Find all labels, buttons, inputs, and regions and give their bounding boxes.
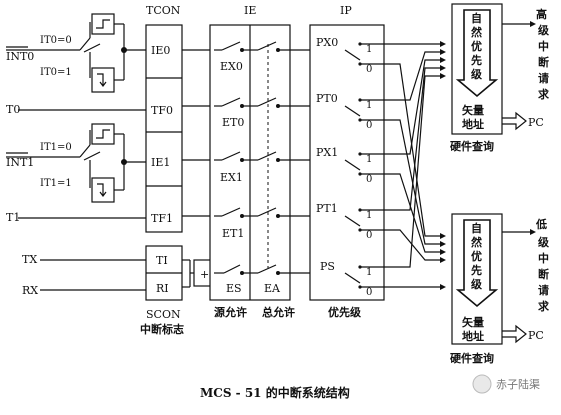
routing-wires <box>384 41 446 290</box>
ip-zero-pt0: 0 <box>366 120 372 131</box>
rx-label: RX <box>22 284 38 297</box>
ip-header: IP <box>340 4 352 17</box>
pc-arrow-high <box>502 111 527 131</box>
ie-switch-et0: ET0 <box>222 116 244 129</box>
ip-register: 1 0 1 0 1 0 1 0 1 0 PX0 PT0 PX1 <box>309 24 385 301</box>
ie-switch-ex1: EX1 <box>220 171 243 184</box>
natural-priority-char-5: 级 <box>470 277 483 291</box>
ip-one-px0: 1 <box>366 44 372 55</box>
it0-1-label: IT0=1 <box>40 67 72 78</box>
ie-register: EX0 ET0 EX1 ET1 ES EA <box>209 24 310 301</box>
low-request-char-3: 中 <box>538 251 549 265</box>
vector-label-1: 矢量 <box>462 315 484 329</box>
pc-arrow-low <box>502 324 527 344</box>
natural-priority-char-1: 自 <box>471 221 482 235</box>
ip-one-px1: 1 <box>366 154 372 165</box>
natural-priority-char-4: 先 <box>471 263 482 277</box>
low-priority-block: 自 然 优 先 级 矢量 地址 <box>451 213 503 345</box>
vector-label-2: 地址 <box>462 329 484 343</box>
high-request-char-6: 求 <box>538 87 550 101</box>
high-request-char-4: 断 <box>538 55 549 69</box>
pc-label-high: PC <box>528 116 544 129</box>
scon-register: TI RI <box>145 245 183 301</box>
ip-switch-pt1: PT1 <box>316 202 338 215</box>
ip-zero-px0: 0 <box>366 64 372 75</box>
ie-switch-es: ES <box>226 282 242 295</box>
tcon-cell-ie1: IE1 <box>151 156 170 169</box>
or-gate-symbol: + <box>200 268 209 281</box>
natural-priority-char-5: 级 <box>470 67 483 81</box>
natural-priority-char-3: 优 <box>471 39 482 53</box>
ip-switch-px1: PX1 <box>316 146 338 159</box>
int0-label: INT0 <box>6 50 34 63</box>
tcon-cell-tf1: TF1 <box>151 212 173 225</box>
priority-label: 优先级 <box>328 305 362 319</box>
total-enable-label: 总允许 <box>262 305 295 319</box>
scon-cell-ti: TI <box>156 254 168 267</box>
int1-input-group: INT1 IT1=0 IT1=1 <box>6 123 146 203</box>
low-request-char-2: 级 <box>537 235 550 249</box>
ip-one-pt0: 1 <box>366 100 372 111</box>
ip-zero-pt1: 0 <box>366 230 372 241</box>
int1-label: INT1 <box>6 156 34 169</box>
ie-header: IE <box>244 4 256 17</box>
ip-zero-px1: 0 <box>366 174 372 185</box>
it1-0-label: IT1=0 <box>40 142 72 153</box>
high-request-char-5: 请 <box>538 71 549 85</box>
natural-priority-char-2: 然 <box>471 235 482 249</box>
high-request-char-2: 级 <box>537 23 550 37</box>
ip-zero-ps: 0 <box>366 287 372 298</box>
tx-label: TX <box>22 253 37 266</box>
t1-label: T1 <box>6 211 20 224</box>
ie-switch-ea: EA <box>264 282 281 295</box>
ie-switch-ex0: EX0 <box>220 60 243 73</box>
vector-label-1: 矢量 <box>462 103 484 117</box>
scon-sublabel: 中断标志 <box>140 322 184 336</box>
tcon-header: TCON <box>146 4 181 17</box>
low-request-char-4: 断 <box>538 267 549 281</box>
tcon-register: IE0 TF0 IE1 TF1 <box>145 24 183 233</box>
vector-label-2: 地址 <box>462 117 484 131</box>
natural-priority-char-3: 优 <box>471 249 482 263</box>
natural-priority-char-2: 然 <box>471 25 482 39</box>
ip-switch-ps: PS <box>320 260 335 273</box>
ip-one-pt1: 1 <box>366 210 372 221</box>
it0-0-label: IT0=0 <box>40 35 72 46</box>
figure-caption: MCS - 51 的中断系统结构 <box>200 385 350 400</box>
tcon-cell-ie0: IE0 <box>151 44 170 57</box>
high-request-char-3: 中 <box>538 39 549 53</box>
hw-query-high: 硬件查询 <box>450 139 494 153</box>
natural-priority-char-4: 先 <box>471 53 482 67</box>
low-request-char-6: 求 <box>538 299 550 313</box>
watermark: 赤子陆渠 <box>472 374 540 394</box>
tcon-cell-tf0: TF0 <box>151 104 173 117</box>
scon-cell-ri: RI <box>156 282 169 295</box>
ip-one-ps: 1 <box>366 267 372 278</box>
low-request-char-1: 低 <box>535 217 547 231</box>
ip-switch-px0: PX0 <box>316 36 338 49</box>
t0-label: T0 <box>6 103 20 116</box>
low-request-char-5: 请 <box>538 283 549 297</box>
pc-label-low: PC <box>528 329 544 342</box>
natural-priority-char-1: 自 <box>471 11 482 25</box>
scon-label: SCON <box>146 308 181 321</box>
ip-switch-pt0: PT0 <box>316 92 338 105</box>
high-priority-block: 自 然 优 先 级 矢量 地址 <box>451 3 503 135</box>
watermark-text: 赤子陆渠 <box>496 377 540 391</box>
high-request-char-1: 高 <box>536 7 547 21</box>
hw-query-low: 硬件查询 <box>450 351 494 365</box>
it1-1-label: IT1=1 <box>40 178 72 189</box>
int0-input-group: INT0 IT0=0 IT0=1 <box>6 13 146 93</box>
ie-switch-et1: ET1 <box>222 227 244 240</box>
source-enable-label: 源允许 <box>214 305 247 319</box>
